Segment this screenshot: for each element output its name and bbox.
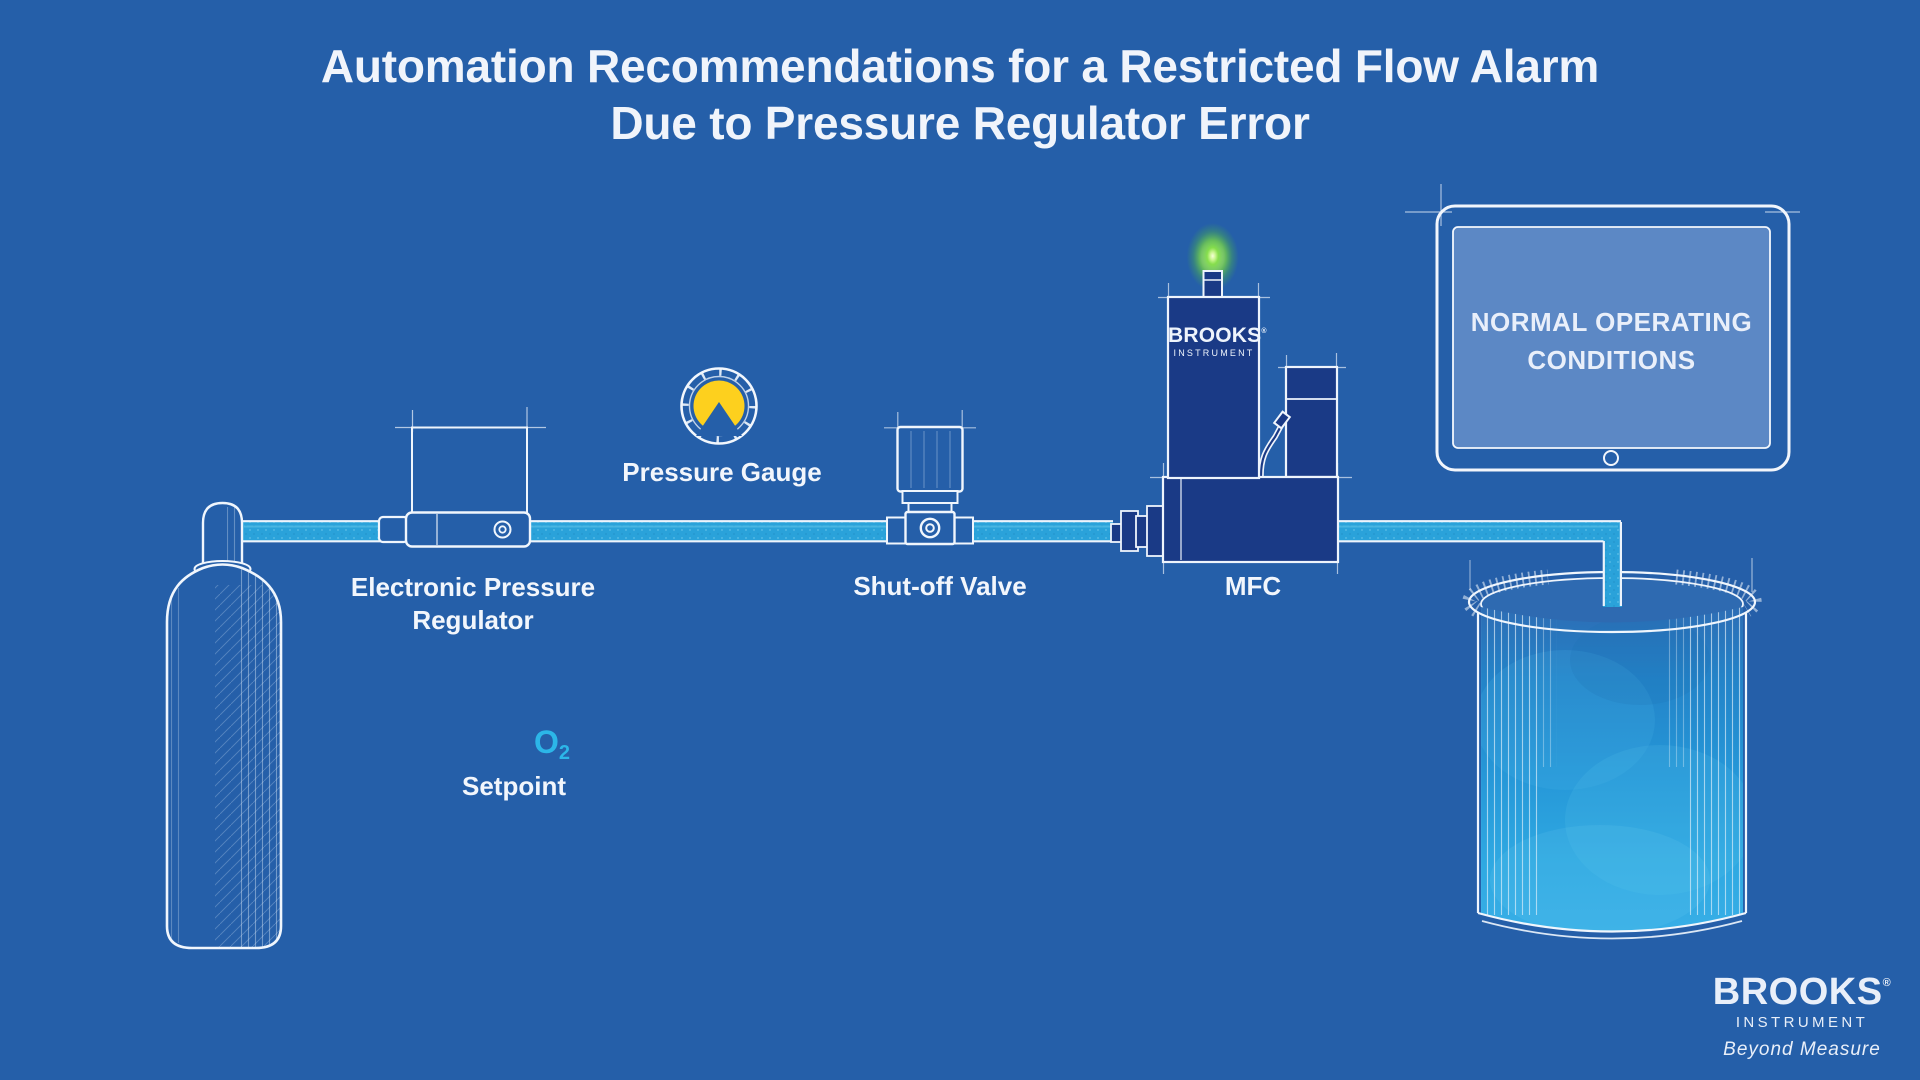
brand-logo-name: BROOKS® — [1713, 973, 1891, 1011]
brand-logo-text: BROOKS — [1712, 971, 1883, 1013]
pipe-outlet-texture — [1336, 522, 1622, 607]
tablet-status-line1: NORMAL OPERATING — [1470, 307, 1753, 337]
valve-fitting-left — [886, 516, 908, 545]
mfc-label: MFC — [1224, 571, 1282, 601]
gas-cylinder-illustration — [165, 501, 283, 950]
tank-bottom-arc-2 — [1481, 920, 1743, 940]
pressure-gauge-label: Pressure Gauge — [622, 457, 822, 487]
o2-label: O2 — [534, 724, 570, 765]
setpoint-label: Setpoint — [462, 771, 566, 801]
status-led-green — [1201, 239, 1225, 273]
mfc-inlet-fittings — [1110, 505, 1165, 557]
tablet-status-text: NORMAL OPERATING CONDITIONS — [1453, 303, 1770, 379]
epr-label: Electronic Pressure Regulator — [351, 571, 595, 637]
shutoff-valve-device — [884, 410, 976, 546]
mfc-cable-core — [1259, 422, 1284, 478]
mfc-led-stem — [1202, 270, 1223, 299]
mfc-device-graphic — [1110, 223, 1352, 574]
tank-bottom-arc — [1477, 911, 1747, 933]
pressure-gauge-dial — [680, 367, 758, 445]
tablet-status-line2: CONDITIONS — [1527, 345, 1696, 375]
valve-port-outer — [919, 517, 941, 539]
brand-tagline: Beyond Measure — [1723, 1039, 1881, 1060]
shutoff-valve-label: Shut-off Valve — [853, 571, 1027, 601]
epr-label-line2: Regulator — [412, 605, 534, 635]
valve-handle — [896, 425, 964, 493]
o2-symbol: O — [533, 724, 559, 760]
mfc-tower-secondary — [1284, 365, 1339, 479]
gauge-tick-ring — [682, 369, 756, 443]
brand-logo-block: BROOKS® INSTRUMENT Beyond Measure — [1713, 973, 1891, 1059]
valve-body — [904, 510, 956, 546]
valve-port-inner — [925, 523, 935, 533]
gauge-needle-notch — [696, 402, 742, 436]
tank-liquid-texture — [1481, 607, 1743, 931]
mfc-brand-name: BROOKS® — [1168, 324, 1267, 347]
mfc-base-block — [1161, 475, 1340, 564]
electronic-pressure-regulator — [377, 407, 546, 548]
home-button[interactable] — [1603, 450, 1619, 466]
epr-label-line1: Electronic Pressure — [350, 572, 596, 602]
valve-handle-hatch — [910, 431, 951, 488]
tank-rim-hatch-left — [1462, 569, 1549, 617]
brand-logo-mark: ® — [1882, 977, 1892, 989]
epr-housing-box — [411, 426, 528, 517]
cylinder-shading — [170, 565, 281, 948]
monitor-tablet — [1405, 184, 1800, 472]
epr-port-inner — [498, 525, 507, 534]
mfc-brand-block: BROOKS® INSTRUMENT — [1168, 324, 1267, 358]
tablet-screen — [1452, 226, 1771, 449]
mfc-cable-connector — [1272, 410, 1292, 430]
process-tank — [1462, 558, 1762, 940]
valve-collar-upper — [901, 490, 959, 504]
pipe-main-texture — [242, 522, 1113, 541]
epr-inlet-connector — [377, 515, 410, 544]
mfc-tower-main — [1166, 295, 1261, 480]
mfc-brand-sub: INSTRUMENT — [1173, 348, 1255, 358]
o2-subscript: 2 — [558, 742, 571, 764]
valve-fitting-right — [952, 516, 974, 545]
brand-logo-sub: INSTRUMENT — [1735, 1014, 1869, 1031]
tablet-bezel — [1435, 204, 1791, 472]
mfc-brand-mark: ® — [1261, 328, 1267, 335]
mfc-brand-text: BROOKS — [1168, 324, 1262, 347]
epr-port-outer — [493, 520, 512, 539]
page-title: Automation Recommendations for a Restric… — [160, 38, 1760, 152]
page-title-line1: Automation Recommendations for a Restric… — [320, 40, 1600, 92]
page-title-line2: Due to Pressure Regulator Error — [610, 97, 1310, 149]
cylinder-cap-hatch — [227, 507, 240, 565]
